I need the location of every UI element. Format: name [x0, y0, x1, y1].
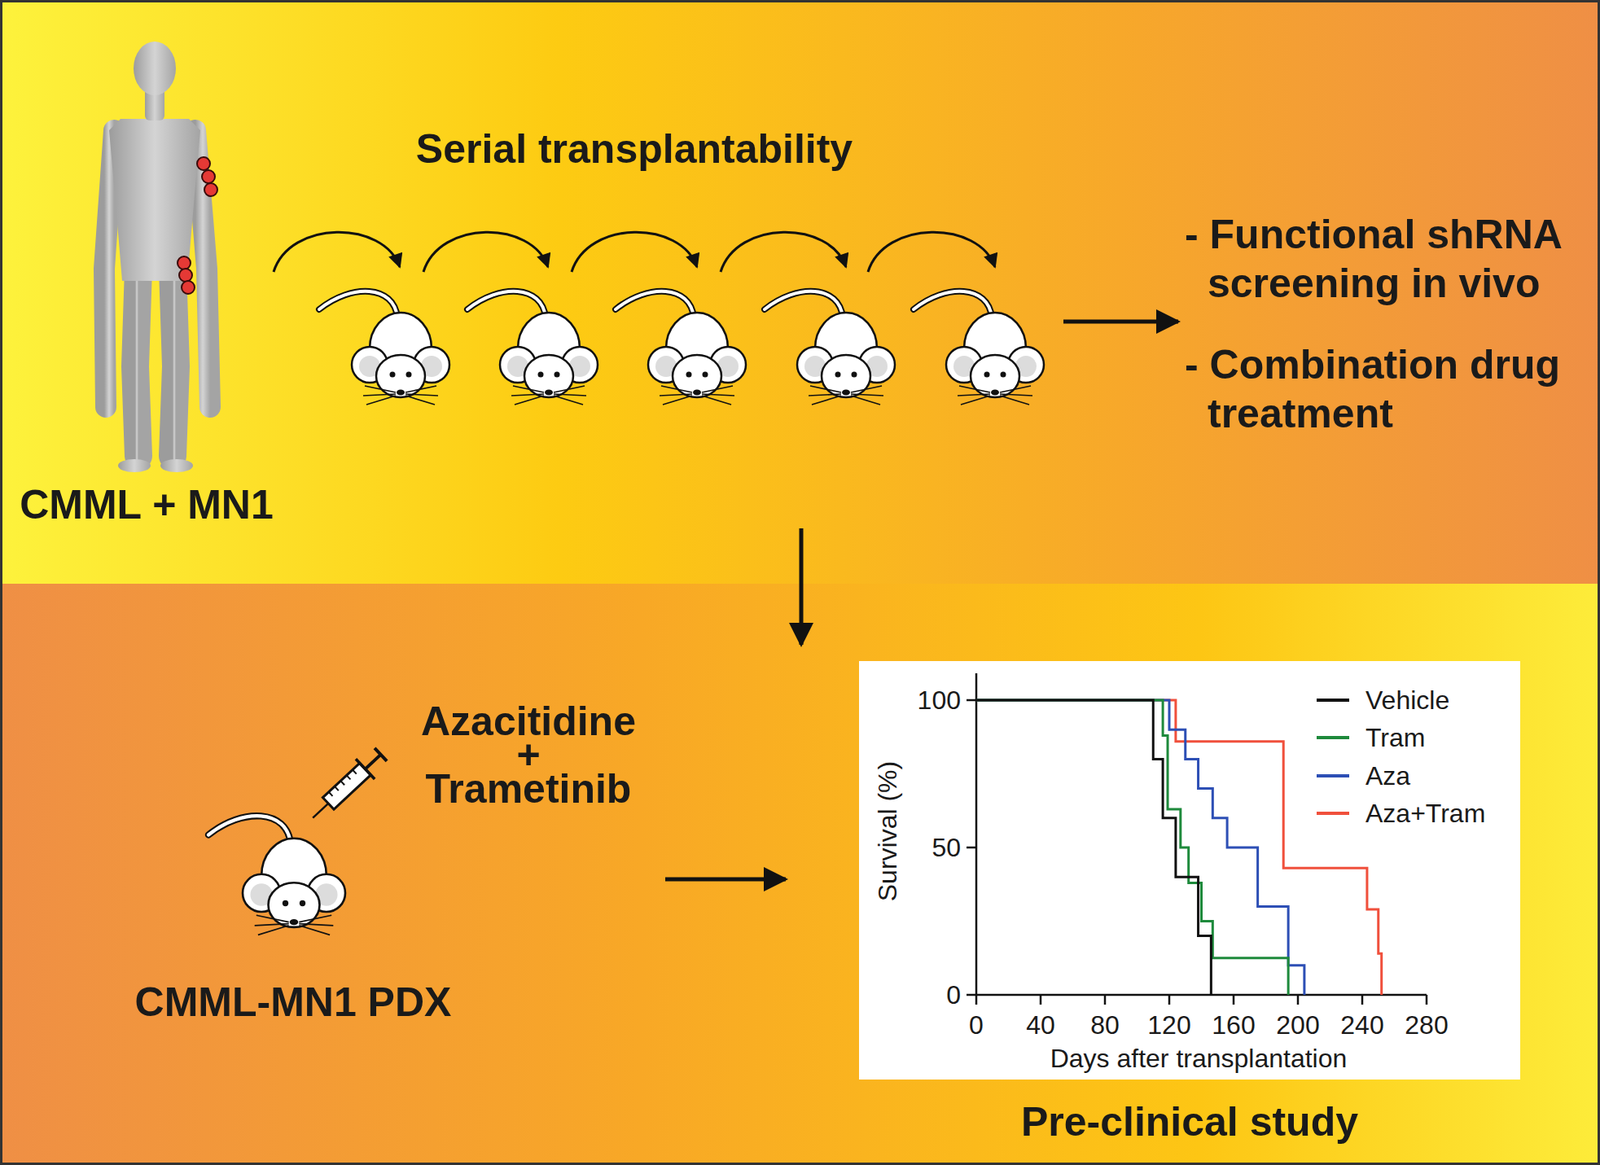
tick-label: 200	[1261, 1008, 1335, 1042]
drug-name: Trametinib	[365, 771, 692, 807]
flow-arrow	[665, 877, 786, 882]
mouse-icon	[467, 291, 598, 405]
legend-entry: Aza	[1316, 759, 1513, 793]
figure-leg	[135, 268, 139, 456]
patient-node: CMML + MN1	[16, 32, 277, 533]
bullet-item: - Combination drug treatment	[1184, 340, 1592, 439]
figure-torso	[109, 118, 201, 281]
tick-label: 120	[1132, 1008, 1206, 1042]
node-label: CMML + MN1	[19, 480, 274, 530]
tick-label: 240	[1325, 1008, 1399, 1042]
mouse-icon	[913, 291, 1044, 405]
flow-arrow	[1063, 320, 1179, 325]
legend-swatch	[1316, 811, 1350, 816]
figure-head	[133, 41, 176, 96]
transplant-arrows	[273, 232, 996, 272]
legend-swatch	[1316, 698, 1350, 702]
human-figure	[104, 41, 211, 473]
axis-title: Survival (%)	[871, 709, 904, 954]
figure-arm	[104, 130, 114, 408]
syringe-icon	[303, 744, 391, 829]
tick-label: 40	[1003, 1008, 1078, 1042]
tick-label: 160	[1196, 1008, 1271, 1042]
node-label: Pre-clinical study	[859, 1097, 1521, 1147]
legend-label: Aza	[1365, 759, 1411, 793]
mouse-icon	[764, 291, 895, 405]
legend-label: Tram	[1365, 721, 1425, 754]
tick-label: 0	[939, 1008, 1013, 1042]
axis-title: Days after transplantation	[954, 1042, 1443, 1075]
figure-foot	[160, 459, 193, 473]
mouse-chain	[319, 291, 1044, 405]
plus-sign: +	[365, 737, 692, 772]
node-label: CMML-MN1 PDX	[122, 977, 465, 1027]
top-panel	[0, 0, 1600, 584]
legend-entry: Aza+Tram	[1316, 797, 1513, 830]
figure-leg	[172, 268, 176, 456]
section-heading: Serial transplantability	[349, 124, 920, 174]
mouse-icon	[319, 291, 450, 405]
drug-name: Azacitidine	[365, 704, 692, 739]
legend-entry: Vehicle	[1316, 683, 1513, 717]
pdx-mouse-icon	[208, 815, 346, 935]
figure-foot	[118, 459, 151, 473]
tick-label: 100	[895, 683, 961, 717]
legend-entry: Tram	[1316, 721, 1513, 754]
flow-arrow	[799, 528, 804, 645]
legend-label: Vehicle	[1365, 683, 1450, 717]
tick-label: 80	[1068, 1008, 1142, 1042]
bottom-panel	[0, 583, 1600, 1165]
readout-list: - Functional shRNA screening in vivo - Co…	[1184, 210, 1592, 455]
mouse-icon	[615, 291, 746, 405]
legend-label: Aza+Tram	[1365, 797, 1486, 830]
legend-swatch	[1316, 736, 1350, 740]
legend-swatch	[1316, 774, 1350, 778]
tumor-dots	[177, 157, 218, 294]
bullet-item: - Functional shRNA screening in vivo	[1184, 210, 1592, 308]
tick-label: 280	[1389, 1008, 1464, 1042]
tick-label: 50	[895, 831, 961, 864]
tick-label: 0	[895, 978, 961, 1012]
